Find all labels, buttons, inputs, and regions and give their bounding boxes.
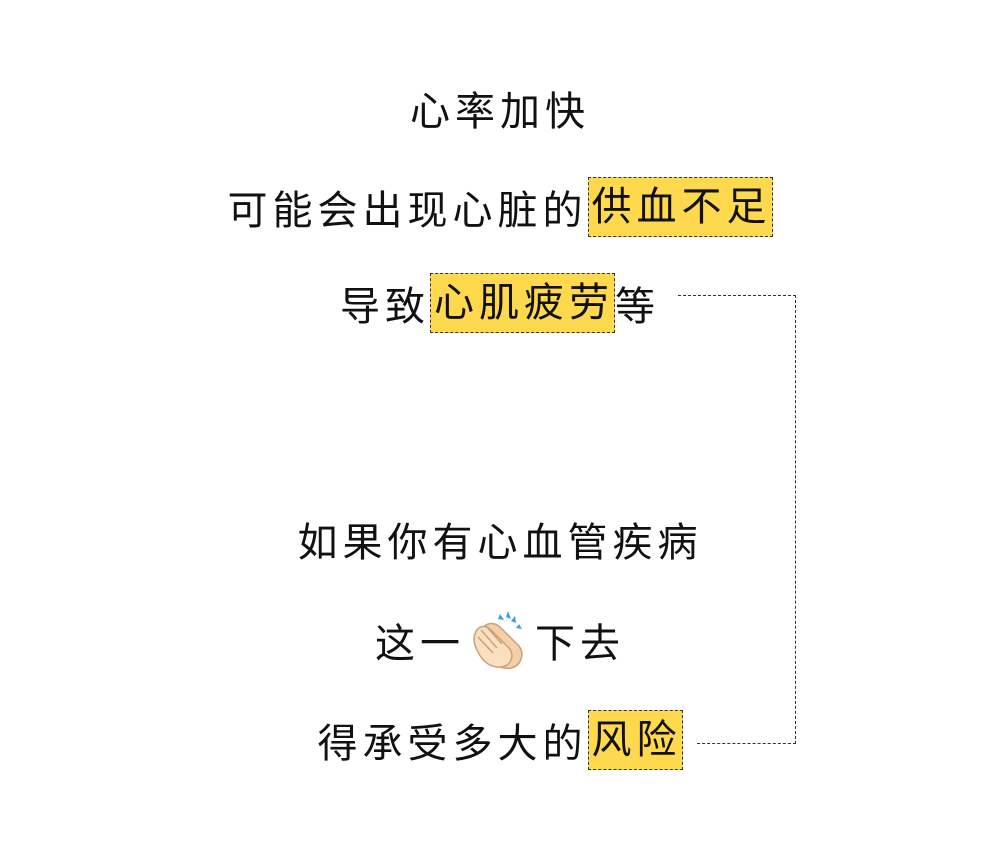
line6-text: 得承受多大的 — [317, 721, 588, 767]
text-line-4: 如果你有心血管疾病 — [0, 507, 1000, 571]
highlight-risk: 风险 — [587, 710, 683, 770]
text-line-6: 得承受多大的风险 — [0, 708, 1000, 772]
line2-text: 可能会出现心脏的 — [227, 188, 588, 234]
connector-line-top — [678, 295, 796, 296]
highlight-myocardial-fatigue: 心肌疲劳 — [430, 273, 615, 333]
line5-suffix: 下去 — [535, 621, 625, 667]
line3-text: 导致 — [340, 284, 430, 330]
line3-suffix: 等 — [615, 284, 660, 330]
text-line-3: 导致心肌疲劳等 — [0, 271, 1000, 335]
line5-text: 这一 — [375, 621, 465, 667]
line4-text: 如果你有心血管疾病 — [297, 520, 703, 566]
connector-line-bottom — [697, 743, 796, 744]
text-line-5: 这一 下去 — [0, 608, 1000, 672]
highlight-blood-supply: 供血不足 — [587, 177, 773, 237]
text-line-1: 心率加快 — [0, 76, 1000, 140]
clapping-hands-icon — [473, 611, 523, 670]
text-line-2: 可能会出现心脏的供血不足 — [0, 175, 1000, 239]
line1-text: 心率加快 — [410, 89, 590, 135]
connector-line-vertical — [795, 295, 796, 744]
